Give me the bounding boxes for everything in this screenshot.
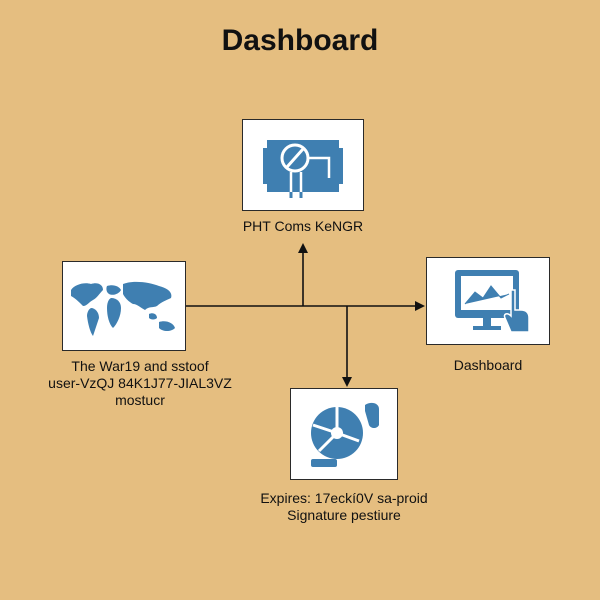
node-left-label-line-2: user-VzQJ 84K1J77-JIAL3VZ (48, 375, 232, 391)
node-bottom-label-line-2: Signature pestiure (287, 507, 401, 523)
monitor-chart-icon (455, 270, 530, 333)
node-left-label-line-3: mostucr (115, 392, 165, 408)
node-bottom-label: Expires: 17eckí0V sa-proid Signature pes… (246, 490, 442, 524)
node-top-label: PHT Coms KeNGR (242, 218, 364, 234)
node-right-label: Dashboard (453, 357, 523, 373)
world-map-icon (71, 281, 175, 336)
node-left-box (62, 261, 186, 351)
node-right-box (426, 257, 550, 345)
pie-chart-icon (311, 402, 379, 467)
node-left-label: The War19 and sstoof user-VzQJ 84K1J77-J… (40, 358, 240, 409)
node-bottom-box (290, 388, 398, 480)
node-top-box (242, 119, 364, 211)
page-title: Dashboard (221, 24, 379, 57)
node-bottom-label-line-1: Expires: 17eckí0V sa-proid (260, 490, 428, 506)
circuit-icon (263, 140, 343, 198)
node-left-label-line-1: The War19 and sstoof (71, 358, 209, 374)
